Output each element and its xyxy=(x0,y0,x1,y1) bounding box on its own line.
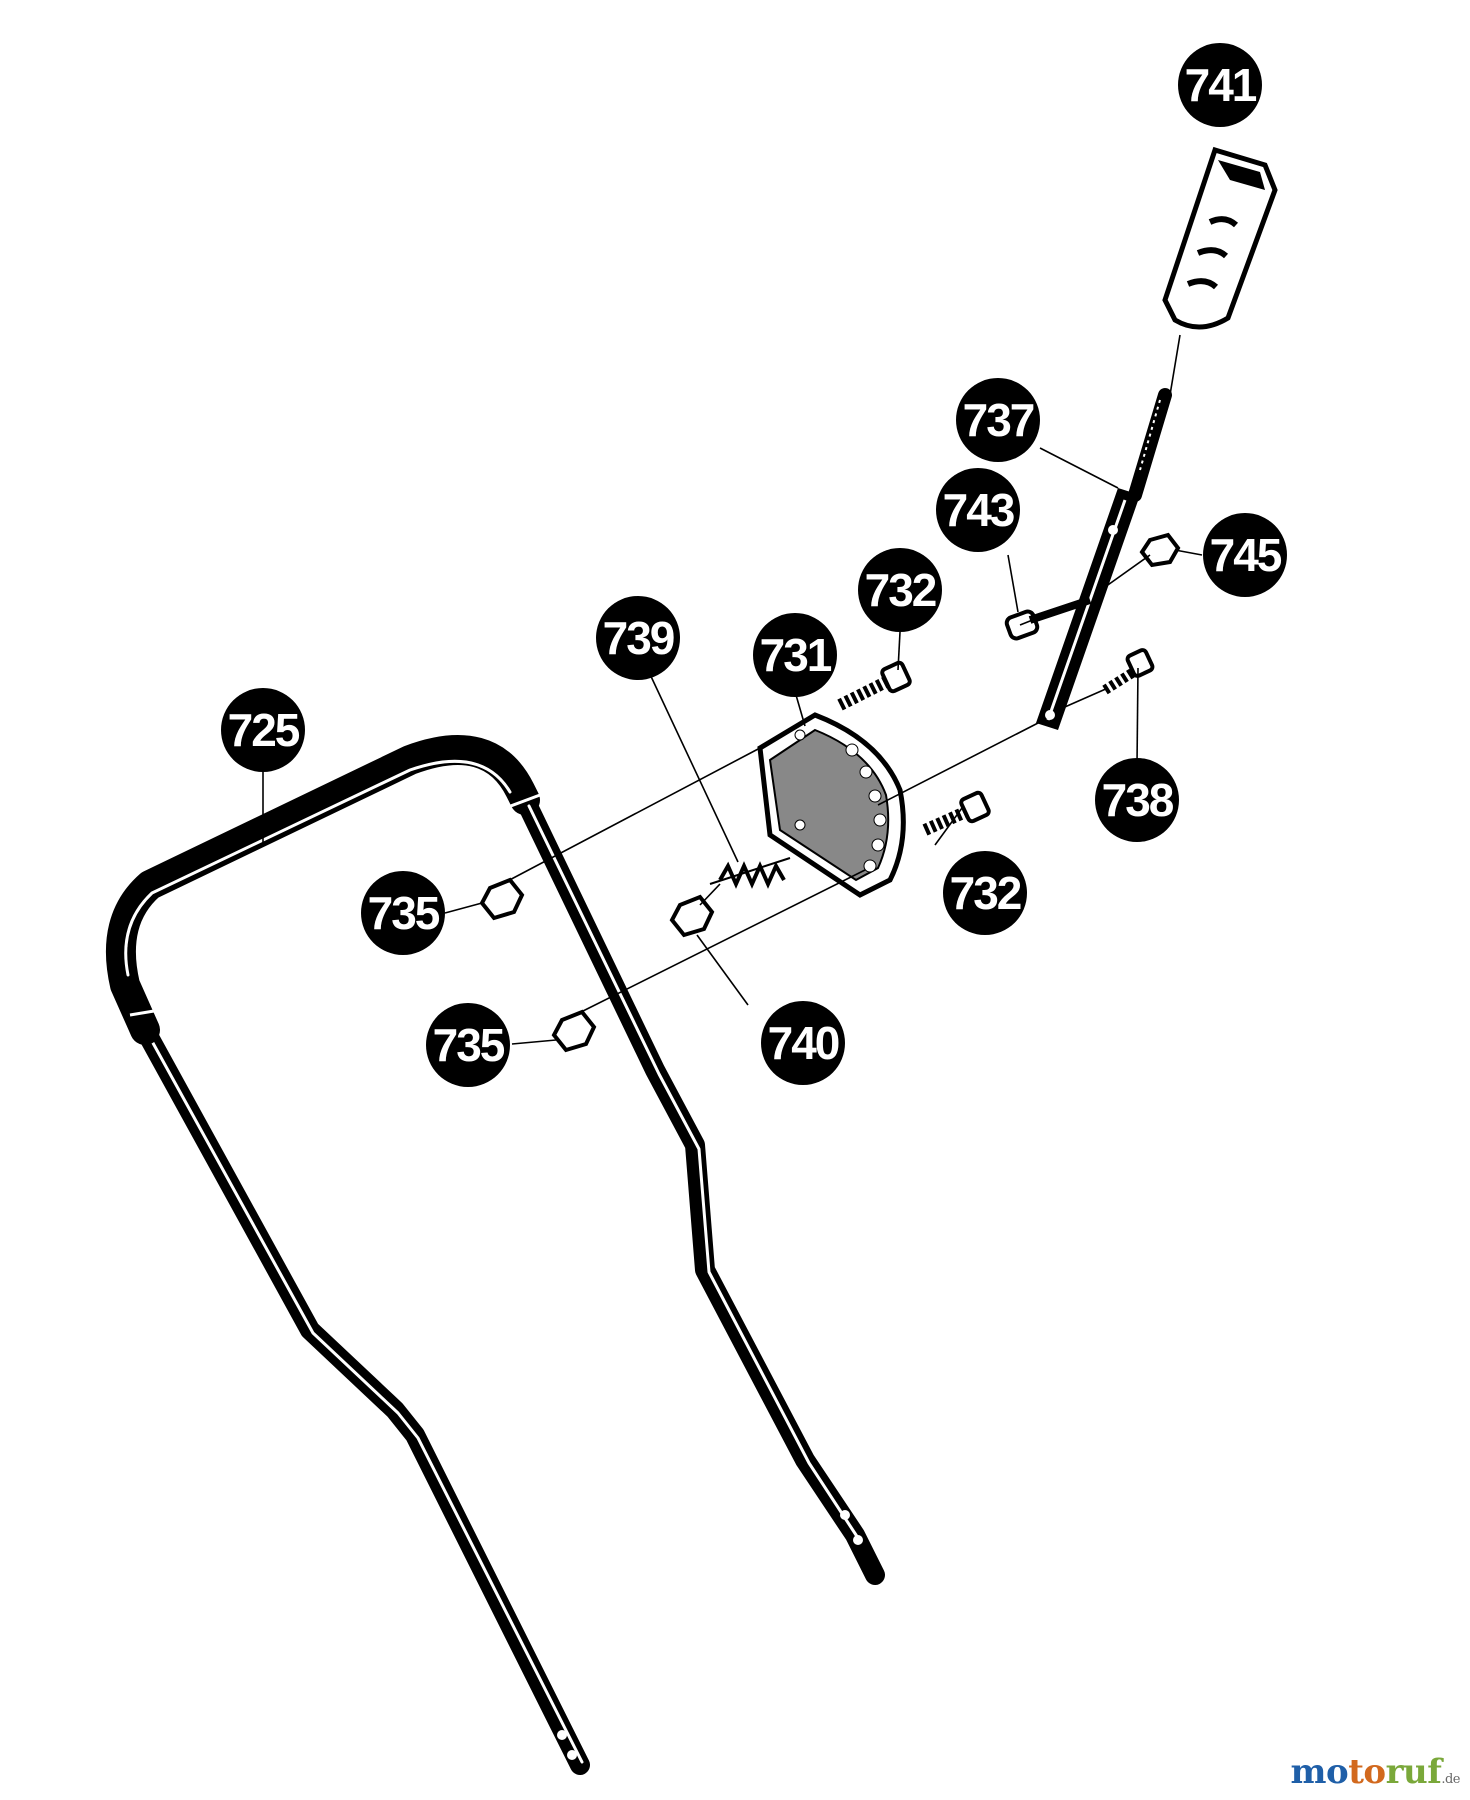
callout-745: 745 xyxy=(1203,513,1287,597)
shift-lever xyxy=(1036,388,1172,730)
callout-737: 737 xyxy=(956,378,1040,462)
callout-738: 738 xyxy=(1095,758,1179,842)
lever-nut xyxy=(1139,532,1181,568)
callout-731: 731 xyxy=(753,613,837,697)
quadrant-plate xyxy=(757,712,906,898)
callout-732-lower: 732 xyxy=(943,851,1027,935)
callout-739-label: 739 xyxy=(603,612,674,664)
lock-nut-upper xyxy=(479,877,525,921)
callout-741-label: 741 xyxy=(1185,59,1257,111)
bolt-lower xyxy=(922,790,991,836)
callout-735-lower-label: 735 xyxy=(433,1019,505,1071)
spring xyxy=(709,857,791,889)
callout-732-lower-label: 732 xyxy=(950,867,1021,919)
spring-pin xyxy=(1102,648,1155,695)
watermark-part-3: ruf xyxy=(1385,1752,1442,1792)
callout-735-upper-label: 735 xyxy=(368,887,440,939)
callout-741: 741 xyxy=(1178,43,1262,127)
callout-739: 739 xyxy=(596,596,680,680)
callout-725: 725 xyxy=(221,688,305,772)
lock-nut-lower xyxy=(551,1009,597,1053)
callout-743: 743 xyxy=(936,468,1020,552)
lever-grip xyxy=(1162,146,1278,330)
watermark-tld: .de xyxy=(1441,1772,1460,1787)
callout-leaders xyxy=(262,447,1203,1045)
callout-745-label: 745 xyxy=(1210,529,1282,581)
callout-740-label: 740 xyxy=(768,1017,839,1069)
callout-737-label: 737 xyxy=(963,394,1034,446)
watermark-part-2: to xyxy=(1348,1752,1386,1792)
watermark-part-1: mo xyxy=(1290,1752,1349,1792)
handle-frame xyxy=(105,735,885,1775)
callout-731-label: 731 xyxy=(760,629,832,681)
callout-735-lower: 735 xyxy=(426,1003,510,1087)
spring-nut xyxy=(669,894,715,938)
assembly-lines xyxy=(499,334,1181,1016)
callout-725-label: 725 xyxy=(228,704,300,756)
watermark-logo: motoruf.de xyxy=(1290,1752,1461,1792)
callout-738-label: 738 xyxy=(1102,774,1174,826)
callout-740: 740 xyxy=(761,1001,845,1085)
callout-743-label: 743 xyxy=(943,484,1014,536)
callout-732-upper-label: 732 xyxy=(865,564,936,616)
callout-735-upper: 735 xyxy=(361,871,445,955)
bolt-upper xyxy=(837,660,912,711)
callout-732-upper: 732 xyxy=(858,548,942,632)
